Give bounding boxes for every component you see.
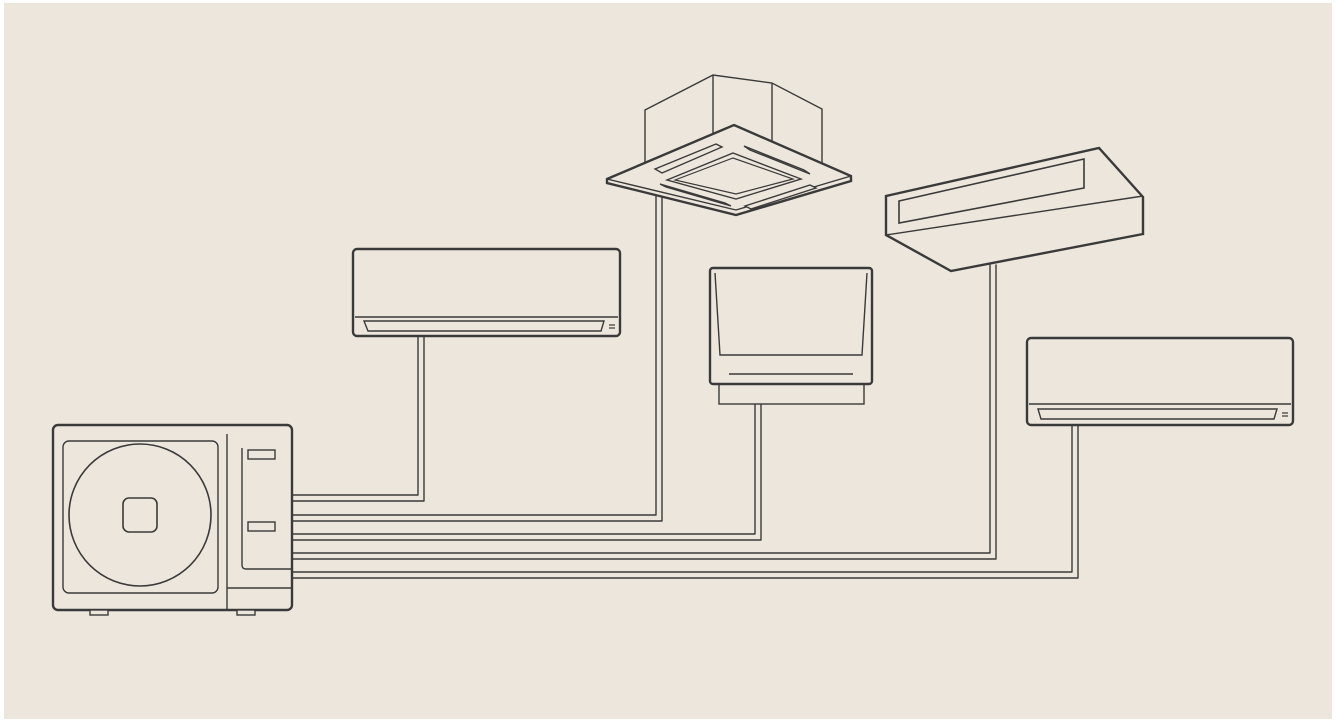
pipe-to-ceiling-suspended	[290, 264, 997, 560]
pipe-to-ceiling-cassette	[290, 192, 663, 522]
ceiling-suspended-icon	[884, 146, 1145, 273]
pipe-to-floor-console	[290, 403, 762, 541]
outdoor-unit-icon	[51, 423, 294, 616]
floor-console-icon	[708, 266, 874, 405]
pipe-to-wall-unit-right	[290, 425, 1079, 579]
pipe-to-wall-unit-left	[290, 335, 425, 502]
multi-split-ac-diagram	[4, 3, 1332, 719]
diagram-frame	[4, 3, 1332, 719]
wall-unit-left-icon	[351, 247, 622, 338]
wall-unit-right-icon	[1025, 336, 1295, 427]
ceiling-cassette-icon	[605, 74, 853, 217]
pipes	[290, 192, 1079, 579]
